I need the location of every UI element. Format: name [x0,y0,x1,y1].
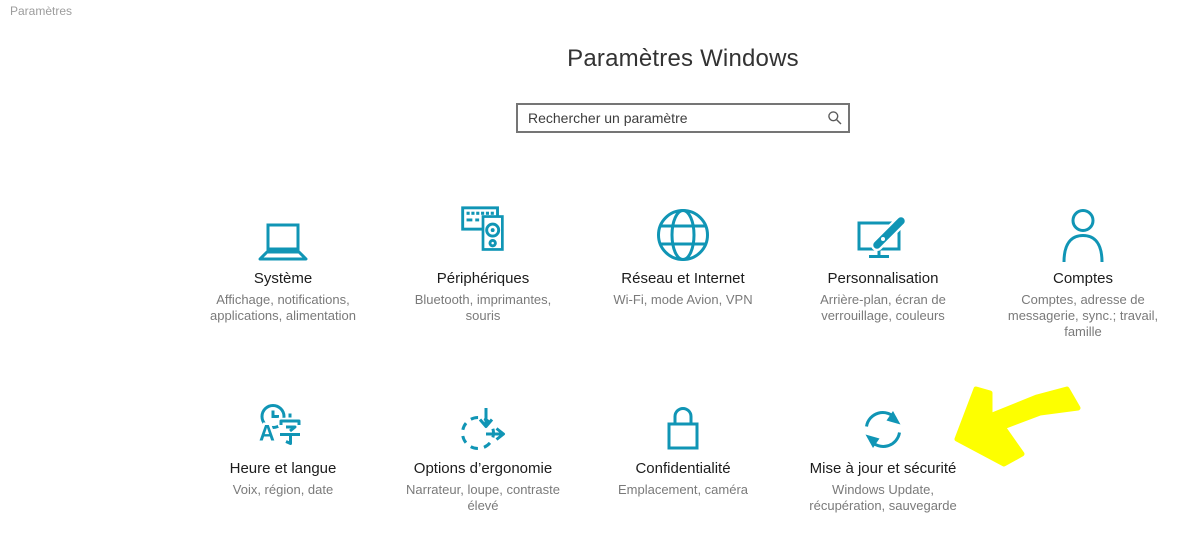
monitor-brush-icon [857,215,907,258]
laptop-icon [258,223,308,261]
search-input[interactable] [516,103,850,133]
tile-row-2: A Heure et langue Voix, région, date [183,403,983,514]
tile-label: Heure et langue [229,460,337,477]
user-icon [1062,209,1104,263]
lock-icon [667,407,699,450]
sync-arrows-icon [865,411,901,448]
tile-description: Bluetooth, imprimantes, souris [414,292,552,323]
tile-description: Windows Update, récupération, sauvegarde [809,482,957,513]
tile-peripheriques[interactable]: Périphériques Bluetooth, imprimantes, so… [383,205,583,340]
tile-personnalisation[interactable]: Personnalisation Arrière-plan, écran de … [783,205,983,340]
tile-description: Comptes, adresse de messagerie, sync.; t… [1007,292,1159,339]
tile-description: Voix, région, date [232,482,334,497]
tile-label: Confidentialité [635,460,731,477]
tile-label: Réseau et Internet [621,270,745,287]
tile-description: Affichage, notifications, applications, … [210,292,356,323]
tile-description: Wi-Fi, mode Avion, VPN [613,292,753,307]
tile-row-1: Système Affichage, notifications, applic… [183,205,1183,340]
tile-label: Personnalisation [827,270,939,287]
dashed-circle-arrows-icon [461,408,505,450]
tile-label: Comptes [1052,270,1114,287]
globe-icon [657,209,709,261]
tile-description: Emplacement, caméra [617,482,749,497]
window-caption: Paramètres [10,4,73,18]
tile-label: Système [253,270,313,287]
tile-reseau-internet[interactable]: Réseau et Internet Wi-Fi, mode Avion, VP… [583,205,783,340]
tile-label: Options d’ergonomie [413,460,553,477]
tile-confidentialite[interactable]: Confidentialité Emplacement, caméra [583,403,783,514]
tile-mise-a-jour-securite[interactable]: Mise à jour et sécurité Windows Update, … [783,403,983,514]
tile-label: Périphériques [436,270,530,287]
tile-heure-langue[interactable]: A Heure et langue Voix, région, date [183,403,383,514]
tile-systeme[interactable]: Système Affichage, notifications, applic… [183,205,383,340]
tile-description: Narrateur, loupe, contraste élevé [406,482,560,513]
page-title: Paramètres Windows [567,45,799,72]
tile-description: Arrière-plan, écran de verrouillage, cou… [820,292,946,323]
tile-label: Mise à jour et sécurité [809,460,957,477]
keyboard-speaker-icon [461,206,504,251]
tile-comptes[interactable]: Comptes Comptes, adresse de messagerie, … [983,205,1183,340]
tile-options-ergonomie[interactable]: Options d’ergonomie Narrateur, loupe, co… [383,403,583,514]
clock-language-icon: A [257,404,305,449]
search-box [516,103,850,133]
svg-text:A: A [259,421,275,446]
